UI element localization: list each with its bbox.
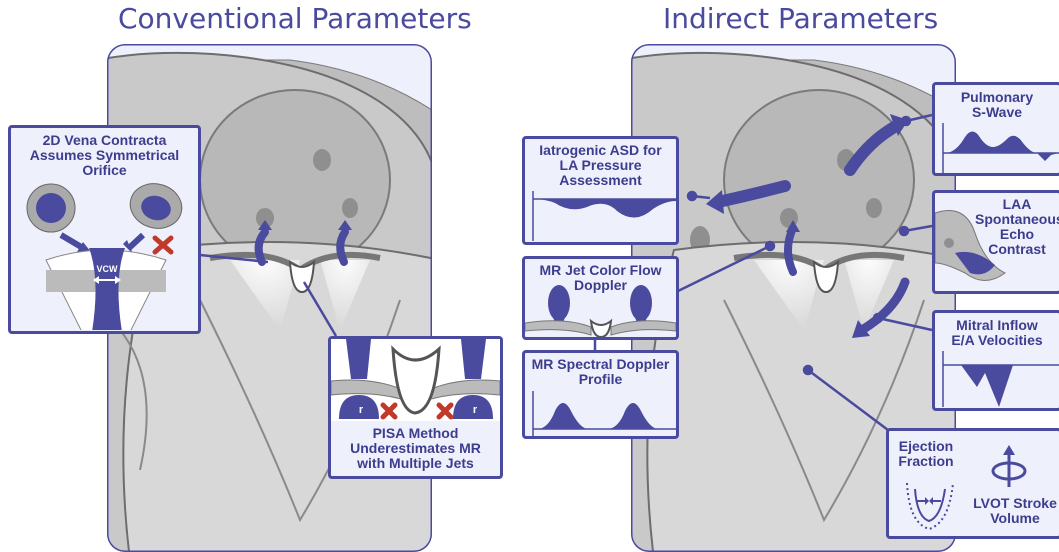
mr-spectral-callout: MR Spectral Doppler Profile (522, 350, 679, 439)
mitral-inflow-callout: Mitral Inflow E/A Velocities (932, 310, 1059, 411)
ejection-lvot-callout: Ejection Fraction LVOT Stroke Volume (886, 428, 1059, 539)
mr-jet-callout: MR Jet Color Flow Doppler (522, 256, 679, 340)
ejection-diagram (889, 431, 1059, 536)
la-pressure-waveform (525, 189, 676, 244)
pisa-diagram: r r (331, 339, 500, 421)
pisa-callout: r r PISA Method Underestimates MR with M… (328, 336, 503, 479)
pisa-radius-label-right: r (473, 404, 478, 416)
red-cross-icon (155, 238, 171, 252)
vena-contracta-callout: 2D Vena Contracta Assumes Symmetrical Or… (8, 125, 201, 334)
vcw-label: VCW (97, 264, 119, 274)
iatrogenic-asd-label: Iatrogenic ASD for LA Pressure Assessmen… (525, 143, 676, 188)
pisa-radius-label-left: r (359, 404, 364, 416)
pulmonary-swave-callout: Pulmonary S-Wave (932, 82, 1059, 176)
iatrogenic-asd-callout: Iatrogenic ASD for LA Pressure Assessmen… (522, 136, 679, 245)
mr-jet-diagram (525, 277, 676, 337)
mr-spectral-label: MR Spectral Doppler Profile (525, 357, 676, 387)
mitral-inflow-waveform (935, 349, 1059, 409)
pulmonary-swave-label: Pulmonary S-Wave (935, 90, 1059, 120)
mitral-inflow-label: Mitral Inflow E/A Velocities (935, 318, 1059, 348)
pulmonary-waveform (935, 121, 1059, 175)
mr-spectral-waveform (525, 389, 676, 439)
lvot-flow-icon (993, 445, 1025, 487)
laa-callout: LAA Spontaneous Echo Contrast (932, 190, 1059, 294)
pisa-label: PISA Method Underestimates MR with Multi… (331, 426, 500, 471)
vena-contracta-label: 2D Vena Contracta Assumes Symmetrical Or… (11, 133, 198, 178)
laa-label: LAA Spontaneous Echo Contrast (975, 197, 1059, 257)
vena-contracta-diagram: VCW (11, 180, 198, 330)
